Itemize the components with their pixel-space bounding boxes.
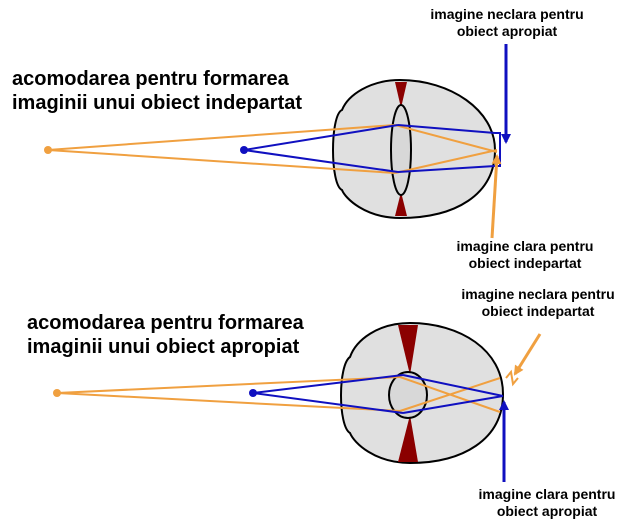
top-blurry-label: imagine neclara pentru obiect apropiat (417, 6, 597, 40)
top-blurry-label-line2: obiect apropiat (456, 23, 558, 39)
top-eyeball (332, 78, 497, 220)
bottom-title: acomodarea pentru formarea imaginii unui… (27, 311, 304, 359)
top-title: acomodarea pentru formarea imaginii unui… (12, 67, 302, 115)
bottom-blurry-label: imagine neclara pentru obiect indepartat (446, 286, 630, 320)
bottom-near-rays (252, 374, 504, 414)
bottom-clear-label: imagine clara pentru obiect apropiat (462, 486, 632, 520)
top-clear-pointer (490, 154, 502, 239)
top-near-rays (243, 124, 501, 173)
top-blurry-label-line1: imagine neclara pentru (430, 6, 584, 22)
bottom-title-line1: acomodarea pentru formarea (27, 312, 304, 334)
bottom-blurry-pointer (513, 333, 542, 376)
top-lens-thin (390, 104, 412, 196)
top-clear-label-line2: obiect indepartat (468, 255, 582, 271)
top-iris-lower (395, 192, 407, 216)
bottom-far-rays (56, 376, 501, 413)
bottom-iris-upper (398, 325, 418, 375)
top-title-line1: acomodarea pentru formarea (12, 68, 289, 90)
bottom-title-line2: imaginii unui obiect apropiat (27, 336, 300, 358)
bottom-blurry-label-line1: imagine neclara pentru (461, 286, 615, 302)
bottom-blurry-marker (505, 369, 519, 387)
top-clear-label: imagine clara pentru obiect indepartat (436, 238, 614, 272)
top-clear-label-line1: imagine clara pentru (456, 238, 594, 254)
top-iris-upper (395, 82, 407, 108)
bottom-eye-diagram (53, 321, 542, 482)
top-far-rays (47, 124, 498, 174)
bottom-clear-label-line2: obiect apropiat (496, 503, 598, 519)
top-title-line2: imaginii unui obiect indepartat (12, 92, 303, 114)
bottom-clear-label-line1: imagine clara pentru (478, 486, 616, 502)
bottom-iris-lower (398, 415, 418, 462)
top-eye-diagram (44, 44, 511, 239)
bottom-blurry-label-line2: obiect indepartat (481, 303, 595, 319)
